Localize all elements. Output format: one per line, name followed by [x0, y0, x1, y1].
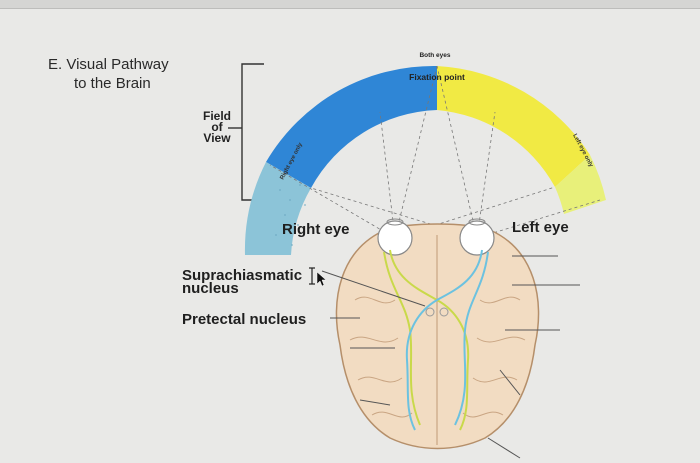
mouse-pointer-icon [316, 271, 327, 287]
text-cursor-icon [309, 267, 315, 285]
heading-line-1: E. Visual Pathway [48, 56, 169, 73]
left-field-sector [437, 66, 590, 187]
window-top-bar [0, 0, 700, 8]
chiasm-marker-1 [425, 307, 435, 317]
right-eye-label: Right eye [282, 221, 350, 238]
right-eye-only-sector [244, 162, 311, 255]
fov-line-3: View [203, 131, 231, 145]
left-cornea [468, 218, 486, 226]
optic-pathways [383, 249, 489, 431]
both-eyes-label: Both eyes [419, 52, 450, 59]
right-eyeball [377, 220, 413, 256]
chiasm-marker-2 [439, 307, 449, 317]
pretectal-label: Pretectal nucleus [182, 311, 306, 328]
left-eye-only-sector [555, 155, 606, 214]
left-eyeball [459, 220, 495, 256]
left-eye-label: Left eye [512, 219, 569, 236]
suprachiasmatic-label-line2: nucleus [182, 280, 239, 297]
right-field-sector [266, 65, 437, 188]
fov-line-2: of [211, 120, 223, 134]
field-of-view-label: Field of View [197, 109, 237, 145]
leader-lines [321, 255, 580, 459]
fov-line-1: Field [202, 109, 231, 123]
window-top-divider [0, 8, 700, 9]
heading-line-2: to the Brain [74, 75, 151, 92]
right-only-texture [275, 184, 306, 246]
right-cornea [386, 218, 404, 226]
brain-gyri [349, 296, 526, 418]
section-heading: E. Visual Pathway to the Brain [48, 55, 169, 93]
sightlines [269, 65, 601, 239]
suprachiasmatic-label-line1: Suprachiasmatic [182, 267, 302, 284]
fixation-point-label: Fixation point [409, 72, 465, 82]
